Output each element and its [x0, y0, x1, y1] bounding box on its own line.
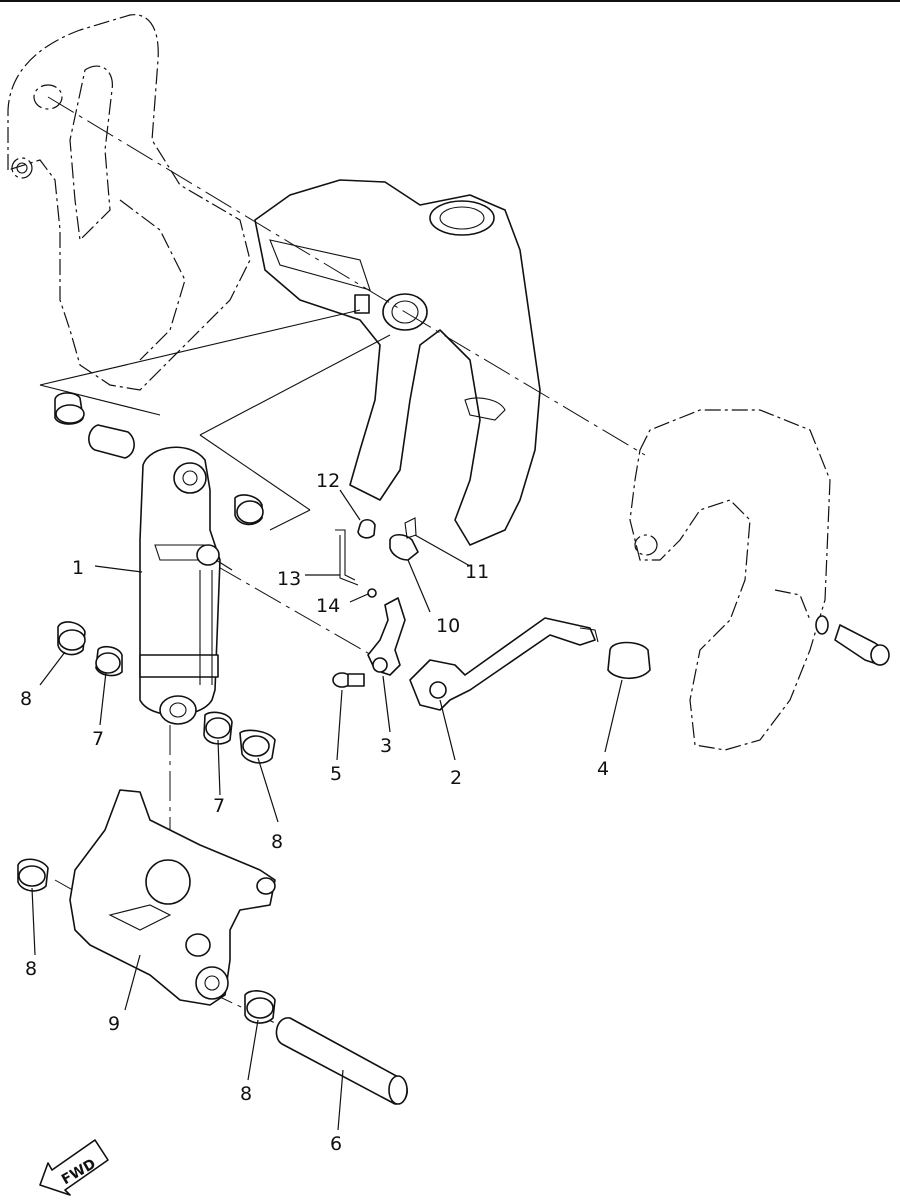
fwd-arrow-icon: FWD	[39, 1139, 109, 1196]
lower-bracket	[69, 789, 276, 1006]
leader-lines	[31, 489, 623, 1131]
callout-9: 9	[108, 1013, 120, 1035]
left-clamp-bracket	[7, 14, 251, 391]
grip-4	[607, 641, 651, 680]
callout-6: 6	[330, 1133, 342, 1155]
callout-7-lower: 7	[213, 795, 225, 817]
callout-1: 1	[72, 557, 84, 579]
right-bolt	[815, 615, 890, 666]
callout-8-left-lower: 8	[25, 958, 37, 980]
callout-8-left-upper: 8	[20, 688, 32, 710]
callout-8-bottom: 8	[240, 1083, 252, 1105]
shaft	[275, 1017, 408, 1105]
callout-10: 10	[436, 615, 460, 637]
tilt-stop-bracket	[367, 597, 406, 676]
callout-4: 4	[597, 758, 609, 780]
callout-12: 12	[316, 470, 340, 492]
right-clamp-bracket	[629, 409, 831, 751]
bushings	[17, 392, 276, 1024]
callout-5: 5	[330, 763, 342, 785]
swivel-bracket	[254, 179, 541, 546]
callout-14: 14	[316, 595, 340, 617]
callout-11: 11	[465, 561, 489, 583]
callout-labels: 1 2 3 4 5 6 7 7 8 8 8 8 9 10 11 12 13 14	[20, 470, 609, 1155]
small-parts	[335, 517, 419, 598]
callout-3: 3	[380, 735, 392, 757]
callout-13: 13	[277, 568, 301, 590]
callout-8-right: 8	[271, 831, 283, 853]
alignment-lines	[39, 96, 646, 1031]
bolt-5	[332, 672, 365, 688]
tilt-cylinder	[139, 446, 233, 725]
callout-2: 2	[450, 767, 462, 789]
callout-7-upper: 7	[92, 728, 104, 750]
